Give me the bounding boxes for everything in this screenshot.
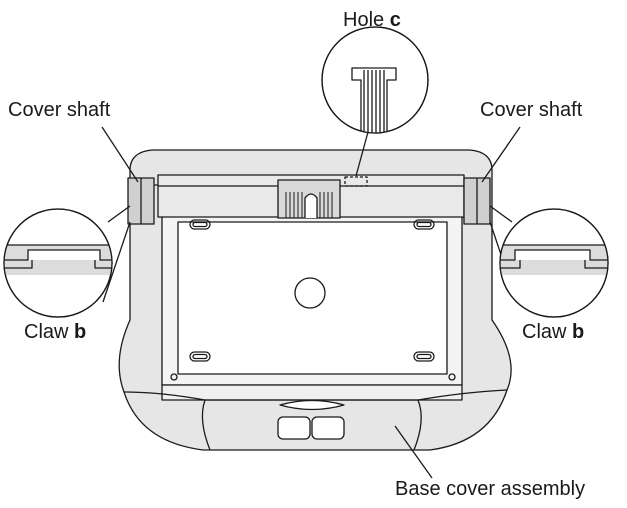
- claw-right-label-letter: b: [572, 321, 585, 343]
- claw-right-detail: [499, 208, 609, 318]
- base-cover-label: Base cover assembly: [395, 478, 586, 500]
- cover-shaft-left-label: Cover shaft: [8, 99, 111, 121]
- claw-left-label-text: Claw: [24, 321, 69, 343]
- hole-marker: [344, 176, 368, 187]
- hole-label-text: Hole: [343, 9, 385, 31]
- claw-right-label-text: Claw: [522, 321, 567, 343]
- hole-label: Hole c: [343, 10, 401, 30]
- hole-label-letter: c: [389, 9, 401, 31]
- bottom-button-right: [311, 416, 345, 440]
- center-hole: [294, 277, 326, 309]
- claw-right-label: Claw b: [522, 322, 584, 342]
- screw-slots: [189, 219, 435, 362]
- claw-left-label-letter: b: [74, 321, 87, 343]
- claw-left-detail: [3, 208, 113, 318]
- cover-shaft-right-label: Cover shaft: [480, 99, 583, 121]
- hole-detail: [321, 26, 429, 134]
- lower-strip: [161, 384, 463, 401]
- bottom-button-left: [277, 416, 311, 440]
- claw-left-label: Claw b: [24, 322, 86, 342]
